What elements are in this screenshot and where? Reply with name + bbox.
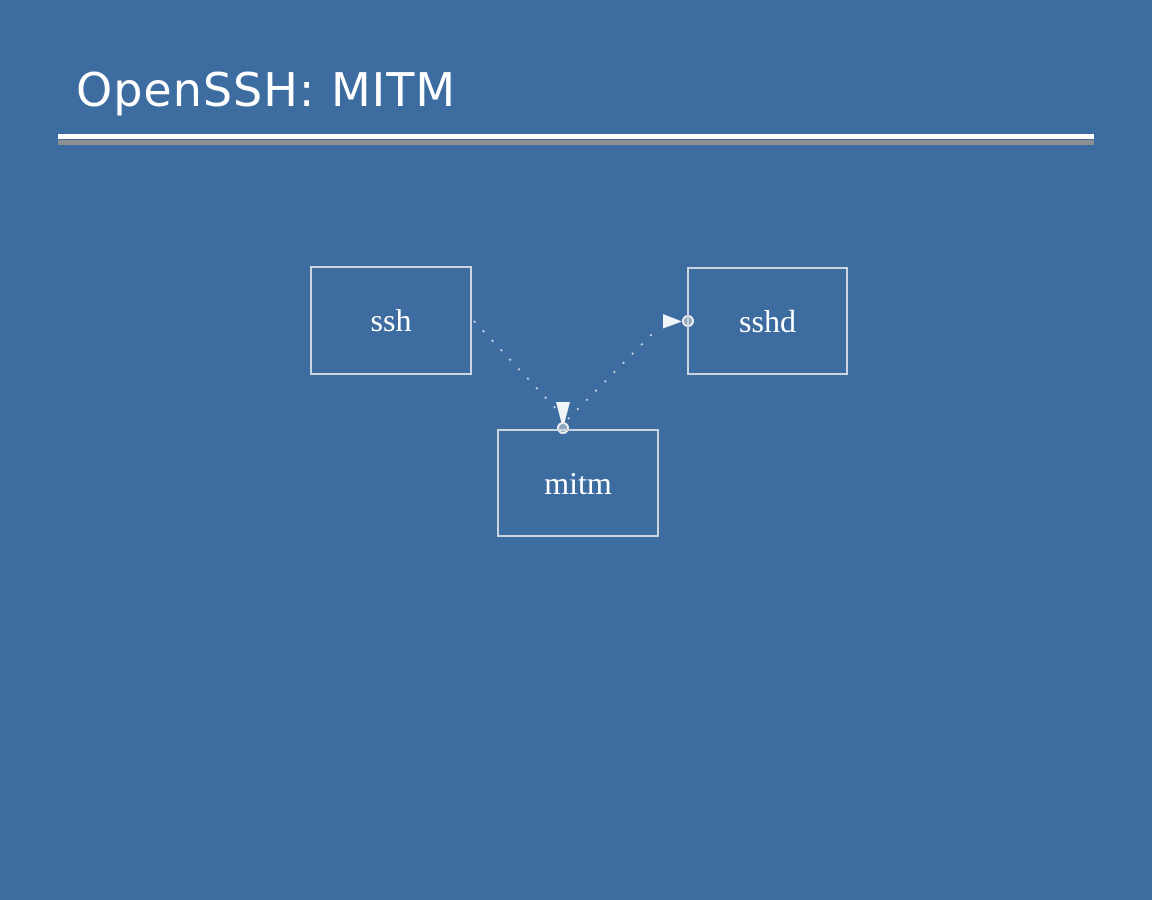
edge-ssh-to-mitm: [473, 320, 560, 413]
node-sshd: sshd: [687, 267, 848, 375]
title-rule-shadow: [58, 140, 1094, 145]
arrowhead-down-icon: [556, 402, 570, 423]
title-rule-highlight: [58, 134, 1094, 139]
node-ssh-label: ssh: [370, 302, 412, 338]
edge-mitm-to-sshd: [567, 326, 660, 420]
node-sshd-label: sshd: [739, 302, 796, 339]
node-mitm-label: mitm: [544, 464, 612, 501]
node-mitm: mitm: [497, 429, 659, 537]
node-ssh: ssh: [310, 266, 472, 375]
page-title: OpenSSH: MITM: [76, 63, 457, 117]
arrowhead-right-icon: [663, 314, 682, 329]
